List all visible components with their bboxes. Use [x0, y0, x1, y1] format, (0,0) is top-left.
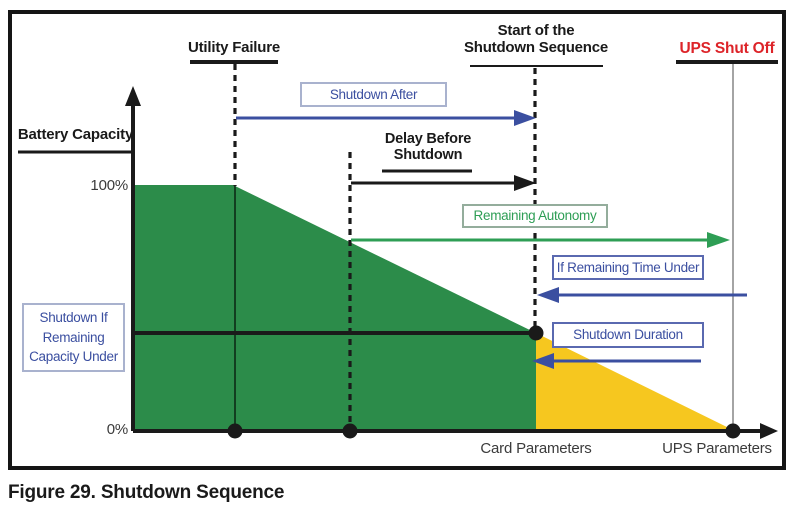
- ups-shutoff-dot: [725, 423, 741, 439]
- shutdown-duration-label: Shutdown Duration: [552, 322, 704, 348]
- if-remaining-time-under-label: If Remaining Time Under: [552, 255, 704, 280]
- x-label-ups-parameters: UPS Parameters: [662, 440, 772, 457]
- battery-capacity-green-area: [133, 185, 536, 430]
- figure-frame: [8, 10, 786, 470]
- shutdown-after-label: Shutdown After: [300, 82, 447, 107]
- delay-before-shutdown-label: Delay Before Shutdown: [358, 131, 498, 163]
- shutdown-duration-yellow-area: [536, 333, 733, 430]
- shutdown-if-line2: Remaining: [42, 329, 105, 345]
- x-label-card-parameters: Card Parameters: [480, 440, 592, 457]
- shutdown-if-line1: Shutdown If: [39, 310, 108, 326]
- x-axis-arrowhead: [760, 423, 778, 439]
- shutdown-duration-arrowhead: [532, 353, 554, 369]
- shutdown-start-heading: Start of the Shutdown Sequence: [456, 22, 616, 57]
- y-axis-arrowhead: [125, 86, 141, 106]
- shutdown-start-line2: Shutdown Sequence: [463, 38, 609, 56]
- y-axis-label: Battery Capacity: [17, 126, 134, 143]
- delay-line2: Shutdown: [393, 147, 463, 164]
- remaining-autonomy-arrowhead: [707, 232, 730, 248]
- shutdown-if-line3: Capacity Under: [29, 349, 118, 365]
- shutdown-if-capacity-label: Shutdown If Remaining Capacity Under: [22, 303, 125, 372]
- threshold-dot: [528, 325, 544, 341]
- utility-failure-heading: Utility Failure: [187, 39, 281, 56]
- delay-dot: [342, 423, 358, 439]
- shutdown-after-arrowhead: [514, 110, 536, 126]
- figure-caption: Figure 29. Shutdown Sequence: [8, 482, 285, 503]
- shutdown-start-line1: Start of the: [497, 22, 575, 39]
- remaining-autonomy-label: Remaining Autonomy: [462, 204, 608, 228]
- if-remaining-time-arrowhead: [537, 287, 559, 303]
- delay-line1: Delay Before: [384, 131, 472, 147]
- y-tick-100: 100%: [90, 177, 128, 194]
- utility-failure-dot: [227, 423, 243, 439]
- y-tick-0: 0%: [106, 421, 128, 438]
- delay-arrowhead: [514, 175, 536, 191]
- ups-shutoff-heading: UPS Shut Off: [679, 40, 775, 57]
